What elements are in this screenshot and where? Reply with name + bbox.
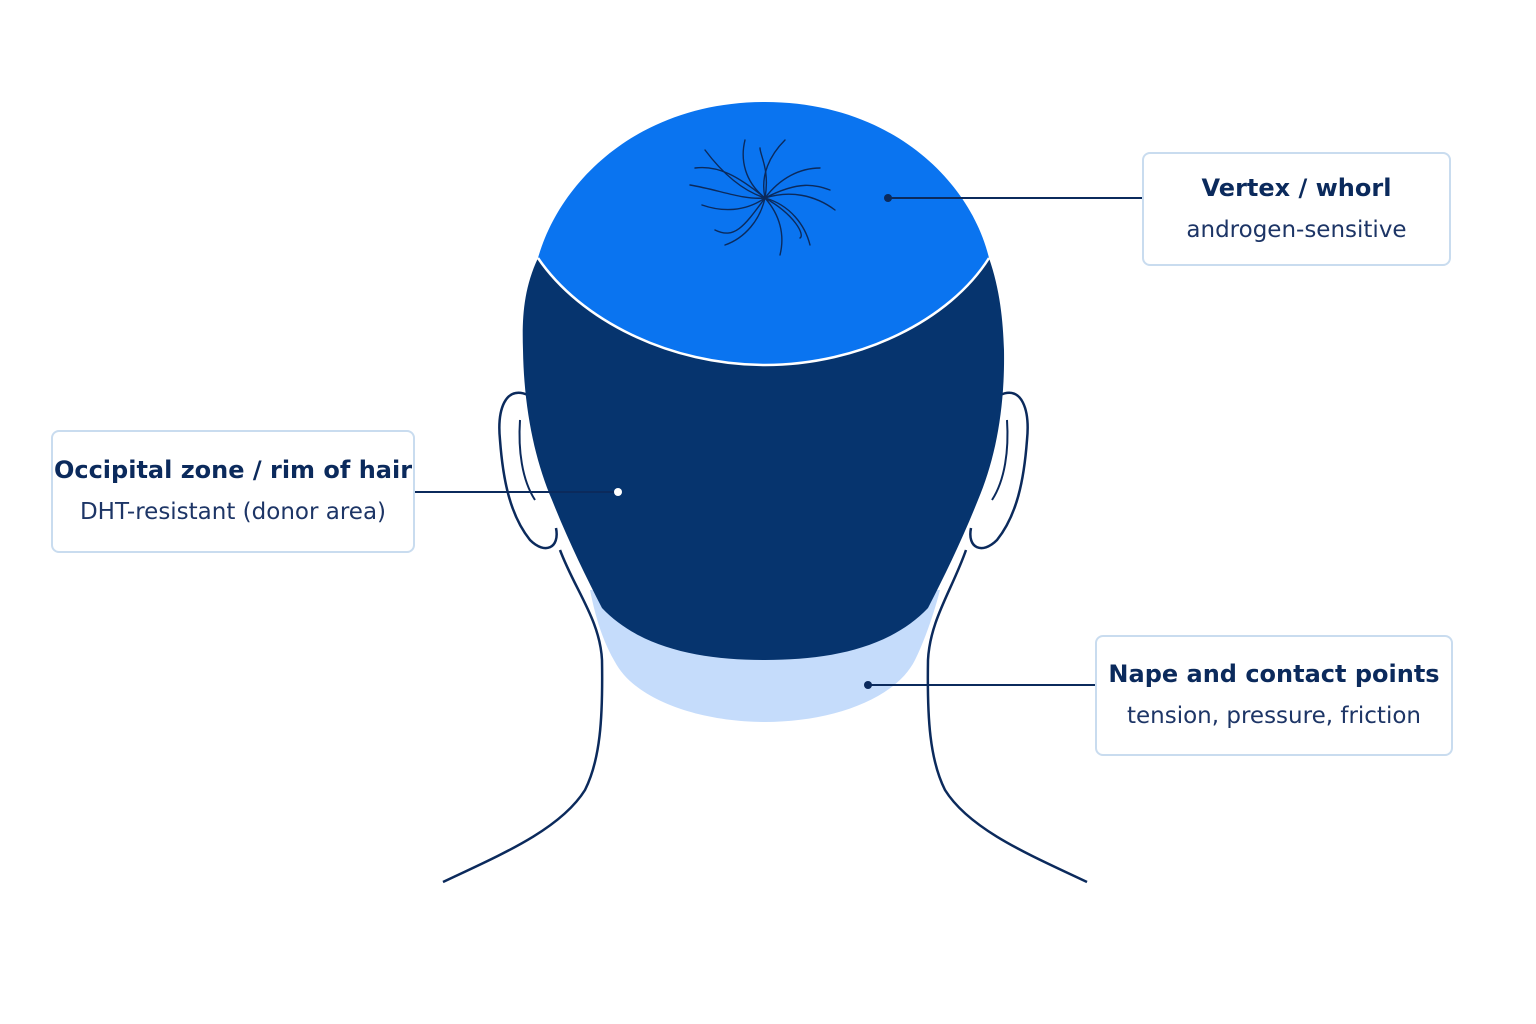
- left-ear-inner: [518, 419, 536, 501]
- neck-right-outline: [926, 549, 1088, 884]
- vertex-label-card: Vertex / whorl androgen-sensitive: [1142, 152, 1451, 266]
- left-ear: [498, 391, 558, 550]
- right-ear-inner: [991, 419, 1009, 501]
- hair-whorl-icon: [689, 139, 836, 256]
- occipital-label-title: Occipital zone / rim of hair: [53, 456, 413, 485]
- vertex-anchor-dot: [884, 194, 892, 202]
- vertex-label-title: Vertex / whorl: [1201, 173, 1392, 202]
- occipital-zone: [522, 258, 1005, 660]
- nape-label-title: Nape and contact points: [1108, 660, 1440, 689]
- neck-left-outline: [442, 549, 604, 884]
- occipital-label-subtitle: DHT-resistant (donor area): [79, 499, 387, 526]
- vertex-label-subtitle: androgen-sensitive: [1186, 216, 1407, 243]
- occipital-anchor-dot: [614, 488, 622, 496]
- occipital-label-card: Occipital zone / rim of hair DHT-resista…: [51, 430, 415, 553]
- nape-label-subtitle: tension, pressure, friction: [1126, 703, 1421, 730]
- nape-anchor-dot: [864, 681, 872, 689]
- right-ear: [969, 391, 1029, 550]
- nape-label-card: Nape and contact points tension, pressur…: [1095, 635, 1453, 756]
- vertex-zone: [538, 102, 989, 365]
- vertex-boundary-line: [536, 257, 991, 367]
